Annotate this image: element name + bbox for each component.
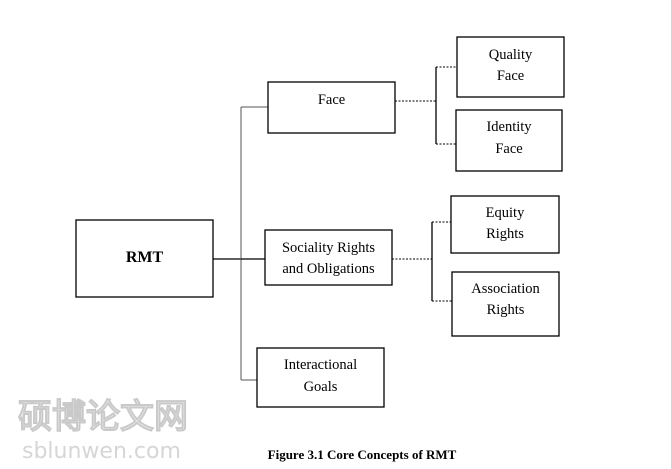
node-equity-line1: Equity bbox=[486, 205, 525, 221]
node-quality-face-line2: Face bbox=[497, 68, 524, 84]
figure-caption: Figure 3.1 Core Concepts of RMT bbox=[268, 447, 457, 462]
node-association-rights: Association Rights bbox=[451, 271, 560, 337]
connectors bbox=[213, 66, 457, 381]
node-association-line2: Rights bbox=[487, 302, 525, 318]
node-association-line1: Association bbox=[471, 281, 540, 297]
watermark-url: sblunwen.com bbox=[22, 439, 181, 464]
node-interactional-line2: Goals bbox=[304, 379, 338, 395]
node-face: Face bbox=[267, 81, 396, 134]
node-rmt: RMT bbox=[75, 219, 214, 298]
node-rmt-label: RMT bbox=[126, 249, 164, 266]
watermark: 硕博论文网 sblunwen.com bbox=[18, 397, 189, 464]
node-identity-face-line2: Face bbox=[495, 141, 522, 157]
node-face-label: Face bbox=[318, 92, 345, 108]
node-quality-face-line1: Quality bbox=[489, 47, 533, 63]
node-equity-line2: Rights bbox=[486, 226, 524, 242]
node-sociality-rights: Sociality Rights and Obligations bbox=[264, 229, 393, 286]
node-quality-face: Quality Face bbox=[456, 36, 565, 98]
node-identity-face: Identity Face bbox=[455, 109, 563, 172]
watermark-chinese: 硕博论文网 bbox=[18, 397, 188, 437]
node-identity-face-line1: Identity bbox=[486, 119, 532, 135]
node-interactional-line1: Interactional bbox=[284, 357, 357, 373]
node-sociality-line2: and Obligations bbox=[282, 261, 375, 277]
node-sociality-line1: Sociality Rights bbox=[282, 240, 375, 256]
node-interactional-goals: Interactional Goals bbox=[256, 347, 385, 408]
node-equity-rights: Equity Rights bbox=[450, 195, 560, 254]
